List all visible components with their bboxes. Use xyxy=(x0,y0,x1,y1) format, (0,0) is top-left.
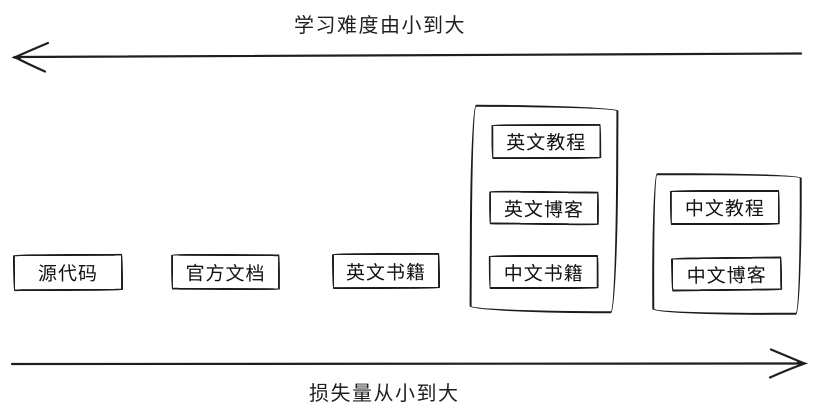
arrow-left-icon xyxy=(11,41,803,73)
top-axis-label: 学习难度由小到大 xyxy=(294,15,466,37)
box-official-docs: 官方文档 xyxy=(170,253,281,291)
arrow-right-icon xyxy=(10,348,809,379)
box-english-tutorials: 英文教程 xyxy=(491,123,602,160)
box-chinese-blogs: 中文博客 xyxy=(670,256,783,292)
box-chinese-tutorials: 中文教程 xyxy=(669,189,780,226)
box-chinese-books: 中文书籍 xyxy=(488,254,599,290)
group-english-resources: 英文教程 英文博客 中文书籍 xyxy=(469,104,619,314)
box-english-blogs: 英文博客 xyxy=(488,190,600,226)
box-english-books: 英文书籍 xyxy=(331,252,441,290)
box-source-code: 源代码 xyxy=(12,253,124,292)
group-chinese-resources: 中文教程 中文博客 xyxy=(651,172,803,316)
bottom-axis-label: 损失量从小到大 xyxy=(309,383,460,405)
